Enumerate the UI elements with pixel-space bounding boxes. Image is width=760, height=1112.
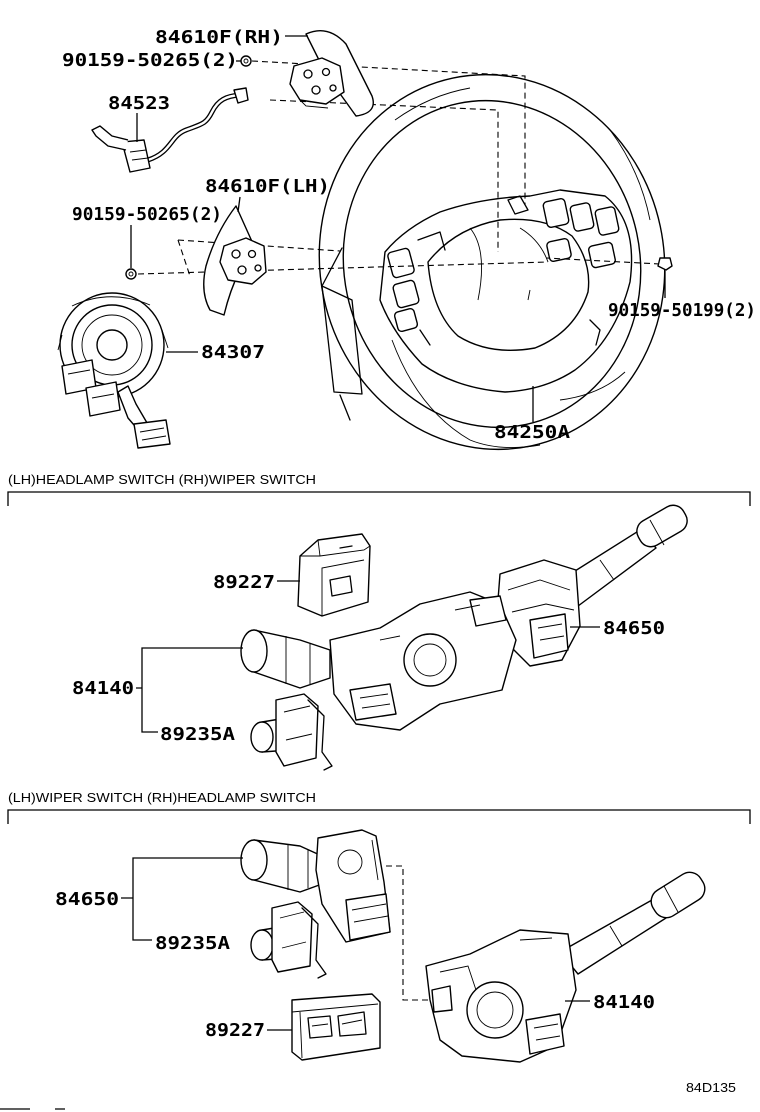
callout-spiral-cable: 84307 bbox=[201, 342, 265, 363]
figure-code: 84D135 bbox=[686, 1080, 736, 1095]
callout-s2-84650: 84650 bbox=[55, 889, 119, 910]
spiral-cable-connector-3 bbox=[133, 419, 171, 449]
sub-switch-drawing-1 bbox=[250, 693, 333, 771]
headlamp-knob-2 bbox=[650, 871, 706, 919]
wiper-switch-drawing-2 bbox=[240, 829, 391, 943]
spiral-cable-drawing bbox=[57, 292, 171, 449]
nut-upper-2 bbox=[125, 268, 137, 280]
callout-steering-pad: 84250A bbox=[494, 422, 570, 443]
steering-wheel-callouts: 84610F(RH) 90159-50265(2) 84523 84610F(L… bbox=[62, 27, 756, 443]
wiper-knob-1 bbox=[636, 504, 688, 548]
nut-upper-1 bbox=[240, 55, 252, 67]
headlamp-stalk-2 bbox=[559, 899, 667, 975]
harness-connector-right bbox=[233, 87, 249, 104]
section-1-header: (LH)HEADLAMP SWITCH (RH)WIPER SWITCH bbox=[8, 473, 316, 487]
section-2: (LH)WIPER SWITCH (RH)HEADLAMP SWITCH bbox=[7, 791, 751, 1063]
callout-wire-harness: 84523 bbox=[108, 93, 170, 114]
callout-s2-bracket-line bbox=[121, 857, 243, 941]
headlamp-switch-drawing-1 bbox=[240, 591, 517, 731]
callout-paddle-rh: 84610F(RH) bbox=[155, 27, 283, 48]
bracket-89227-drawing-2 bbox=[291, 993, 381, 1061]
section-1: (LH)HEADLAMP SWITCH (RH)WIPER SWITCH bbox=[7, 473, 751, 771]
wiper-switch-drawing-1 bbox=[497, 504, 688, 667]
spiral-cable-connector-2 bbox=[85, 381, 121, 417]
left-spoke-buttons bbox=[387, 231, 446, 346]
wire-harness-drawing bbox=[91, 87, 249, 173]
callout-screw-right: 90159-50199(2) bbox=[608, 300, 756, 321]
section-2-bracket bbox=[7, 809, 751, 824]
bracket-89227-drawing-1 bbox=[297, 533, 371, 617]
callout-s1-84650: 84650 bbox=[603, 618, 665, 639]
assembly-dashed-line-lower bbox=[386, 865, 432, 1001]
paddle-switch-rh-drawing bbox=[289, 30, 374, 117]
callout-s1-bracket-line bbox=[136, 647, 243, 733]
steering-column bbox=[321, 247, 363, 421]
callout-nut-upper-2: 90159-50265(2) bbox=[72, 204, 222, 225]
sub-switch-drawing-2 bbox=[250, 901, 327, 979]
callout-nut-upper-1: 90159-50265(2) bbox=[62, 50, 238, 71]
screw-right bbox=[657, 257, 673, 271]
headlamp-switch-drawing-2 bbox=[425, 871, 706, 1063]
section-2-header: (LH)WIPER SWITCH (RH)HEADLAMP SWITCH bbox=[8, 791, 316, 805]
paddle-switch-lh-drawing bbox=[203, 205, 267, 316]
callout-s1-84140: 84140 bbox=[72, 678, 134, 699]
callout-paddle-lh: 84610F(LH) bbox=[205, 176, 330, 197]
callout-s2-89227: 89227 bbox=[205, 1020, 265, 1041]
steering-wheel-drawing bbox=[318, 73, 666, 451]
callout-s1-89235A: 89235A bbox=[160, 724, 235, 745]
callout-s1-89227: 89227 bbox=[213, 572, 275, 593]
section-1-bracket bbox=[7, 491, 751, 506]
callout-s2-84140: 84140 bbox=[593, 992, 655, 1013]
callout-s2-89235A: 89235A bbox=[155, 933, 230, 954]
